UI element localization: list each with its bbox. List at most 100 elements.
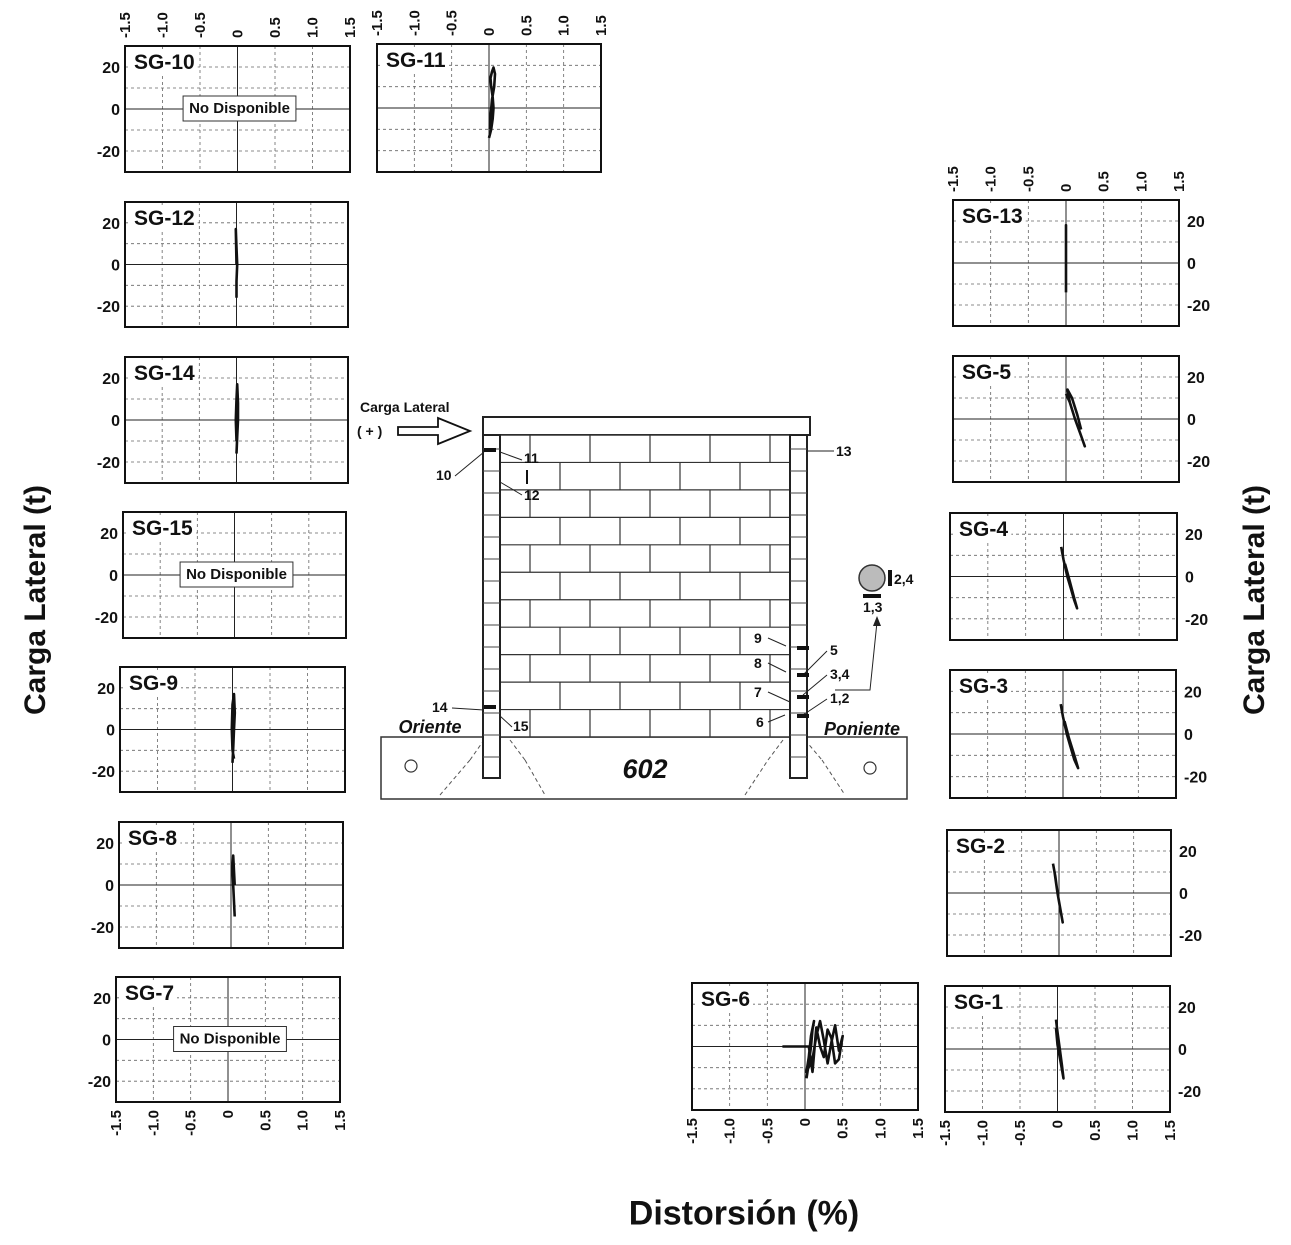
x-tick-label: 0 bbox=[220, 1110, 237, 1118]
gauge-leader-line bbox=[767, 637, 787, 647]
gauge-leader-line bbox=[767, 714, 786, 723]
load-sign: ( + ) bbox=[357, 423, 382, 439]
panel-title: SG-7 bbox=[125, 982, 174, 1005]
panel-title: SG-6 bbox=[701, 988, 750, 1011]
gauge-label: 9 bbox=[754, 630, 762, 646]
side-label-poniente: Poniente bbox=[824, 719, 900, 739]
rebar-section-icon bbox=[858, 564, 886, 592]
data-series-line bbox=[487, 66, 497, 139]
data-series-line bbox=[1051, 863, 1064, 924]
gauge-leader-line bbox=[802, 698, 828, 716]
y-tick-label: -20 bbox=[1184, 770, 1207, 787]
x-tick-label: 0 bbox=[1058, 184, 1075, 192]
data-series-line bbox=[234, 382, 240, 454]
x-tick-label: 0.5 bbox=[835, 1118, 852, 1139]
x-tick-label: 0.5 bbox=[257, 1110, 274, 1131]
panel-title-background bbox=[131, 206, 198, 231]
panel-title: SG-10 bbox=[134, 51, 195, 74]
panel-frame bbox=[124, 45, 351, 173]
y-tick-label: -20 bbox=[92, 764, 115, 781]
x-tick-label: 0 bbox=[230, 30, 247, 38]
bar-detail-label: 1,3 bbox=[863, 599, 883, 615]
y-tick-label: 0 bbox=[1178, 1042, 1187, 1059]
gauge-label: 10 bbox=[436, 467, 452, 483]
panel-title-background bbox=[953, 834, 1009, 859]
y-tick-label: -20 bbox=[97, 144, 120, 161]
x-tick-label: -0.5 bbox=[192, 12, 209, 38]
x-tick-label: -1.5 bbox=[117, 12, 134, 38]
panel-title: SG-1 bbox=[954, 991, 1003, 1014]
gauge-label: 7 bbox=[754, 684, 762, 700]
y-tick-label: 0 bbox=[1187, 412, 1196, 429]
load-label: Carga Lateral bbox=[360, 399, 449, 415]
arrowhead-icon bbox=[873, 616, 881, 626]
x-tick-label: -0.5 bbox=[444, 10, 461, 36]
y-tick-label: -20 bbox=[1187, 454, 1210, 471]
x-tick-label: 0 bbox=[1050, 1120, 1067, 1128]
panel-title: SG-12 bbox=[134, 207, 195, 230]
panel-title: SG-14 bbox=[134, 362, 195, 385]
y-tick-label: -20 bbox=[97, 299, 120, 316]
reinforcement-hook bbox=[804, 739, 823, 761]
x-tick-label: 1.0 bbox=[872, 1118, 889, 1139]
y-tick-label: 0 bbox=[111, 258, 120, 275]
gauge-label: 6 bbox=[756, 714, 764, 730]
panel-title-background bbox=[959, 360, 1015, 385]
x-tick-label: -1.0 bbox=[145, 1110, 162, 1136]
panel-frame bbox=[115, 976, 341, 1103]
tie-column bbox=[789, 434, 808, 779]
panel-title: SG-15 bbox=[132, 517, 193, 540]
y-tick-label: -20 bbox=[1187, 298, 1210, 315]
panel-title: SG-9 bbox=[129, 672, 178, 695]
y-tick-label: 0 bbox=[105, 878, 114, 895]
y-tick-label: -20 bbox=[1178, 1084, 1201, 1101]
x-tick-label: 1.5 bbox=[342, 17, 359, 38]
x-tick-label: 0.5 bbox=[267, 17, 284, 38]
x-tick-label: 1.0 bbox=[556, 15, 573, 36]
x-tick-label: -1.5 bbox=[684, 1118, 701, 1144]
y-axis-title-right: Carga Lateral (t) bbox=[1238, 484, 1271, 716]
panel-title-background bbox=[383, 48, 449, 73]
gauge-leader-line bbox=[767, 662, 787, 673]
gauge-mark bbox=[888, 570, 892, 586]
not-available-label: No Disponible bbox=[189, 100, 290, 117]
gauge-mark bbox=[484, 705, 496, 709]
x-tick-label: 0.5 bbox=[1087, 1120, 1104, 1141]
x-tick-label: 1.5 bbox=[1162, 1120, 1179, 1141]
data-series-line bbox=[234, 227, 239, 298]
y-tick-label: 20 bbox=[96, 836, 114, 853]
panel-title-background bbox=[698, 987, 754, 1012]
x-tick-label: -1.0 bbox=[722, 1118, 739, 1144]
x-tick-label: -1.0 bbox=[155, 12, 172, 38]
side-label-oriente: Oriente bbox=[398, 717, 461, 737]
panel-title-background bbox=[126, 671, 182, 696]
panel-frame bbox=[122, 511, 347, 639]
panel-frame bbox=[124, 201, 349, 328]
y-tick-label: 20 bbox=[100, 526, 118, 543]
anchor-hole-left bbox=[404, 759, 418, 773]
panel-frame bbox=[376, 43, 602, 173]
y-tick-label: 0 bbox=[111, 102, 120, 119]
not-available-box bbox=[179, 561, 294, 588]
x-tick-label: -1.5 bbox=[945, 166, 962, 192]
gauge-label: 5 bbox=[830, 642, 838, 658]
x-tick-label: -1.5 bbox=[108, 1110, 125, 1136]
x-tick-label: 1.0 bbox=[1133, 171, 1150, 192]
panel-frame bbox=[952, 199, 1180, 327]
gauge-leader-line bbox=[499, 451, 523, 461]
y-tick-label: -20 bbox=[95, 610, 118, 627]
y-tick-label: 0 bbox=[111, 413, 120, 430]
x-tick-label: 1.0 bbox=[295, 1110, 312, 1131]
panel-title: SG-8 bbox=[128, 827, 177, 850]
x-tick-label: 1.5 bbox=[910, 1118, 927, 1139]
